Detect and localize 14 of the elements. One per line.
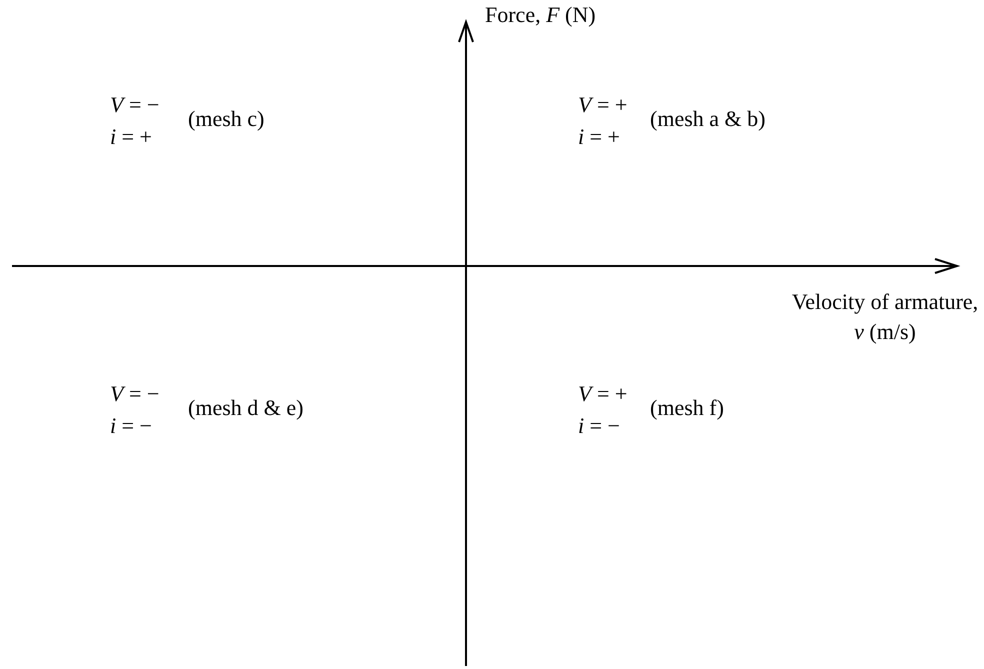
mesh-label: (mesh d & e) — [188, 395, 304, 421]
axis-title: Force, F (N) — [485, 2, 596, 28]
sign-label: i = − — [578, 413, 620, 439]
sign-label: V = + — [578, 92, 628, 118]
sign-label: i = − — [110, 413, 152, 439]
axis-title: Velocity of armature, v (m/s) — [790, 288, 980, 346]
mesh-label: (mesh c) — [188, 106, 264, 132]
mesh-label: (mesh a & b) — [650, 106, 766, 132]
mesh-label: (mesh f) — [650, 395, 724, 421]
sign-label: i = + — [110, 124, 152, 150]
sign-label: V = − — [110, 381, 160, 407]
sign-label: i = + — [578, 124, 620, 150]
sign-label: V = + — [578, 381, 628, 407]
sign-label: V = − — [110, 92, 160, 118]
